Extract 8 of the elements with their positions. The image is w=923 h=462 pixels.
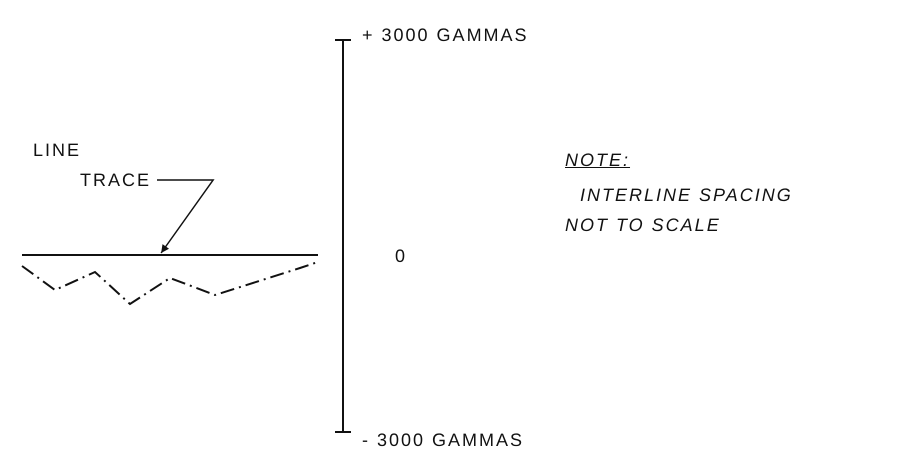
zero-label: 0 <box>395 245 408 268</box>
trace-line <box>22 254 318 256</box>
scale-label: + 3000 GAMMAS <box>362 24 529 47</box>
leader-line <box>157 179 215 254</box>
note-heading: NOTE: <box>565 149 630 172</box>
callout-text: LINE TRACE <box>33 135 155 195</box>
note-text: INTERLINE SPACING NOT TO SCALE <box>565 184 794 237</box>
scale-label: - 3000 GAMMAS <box>362 429 524 452</box>
